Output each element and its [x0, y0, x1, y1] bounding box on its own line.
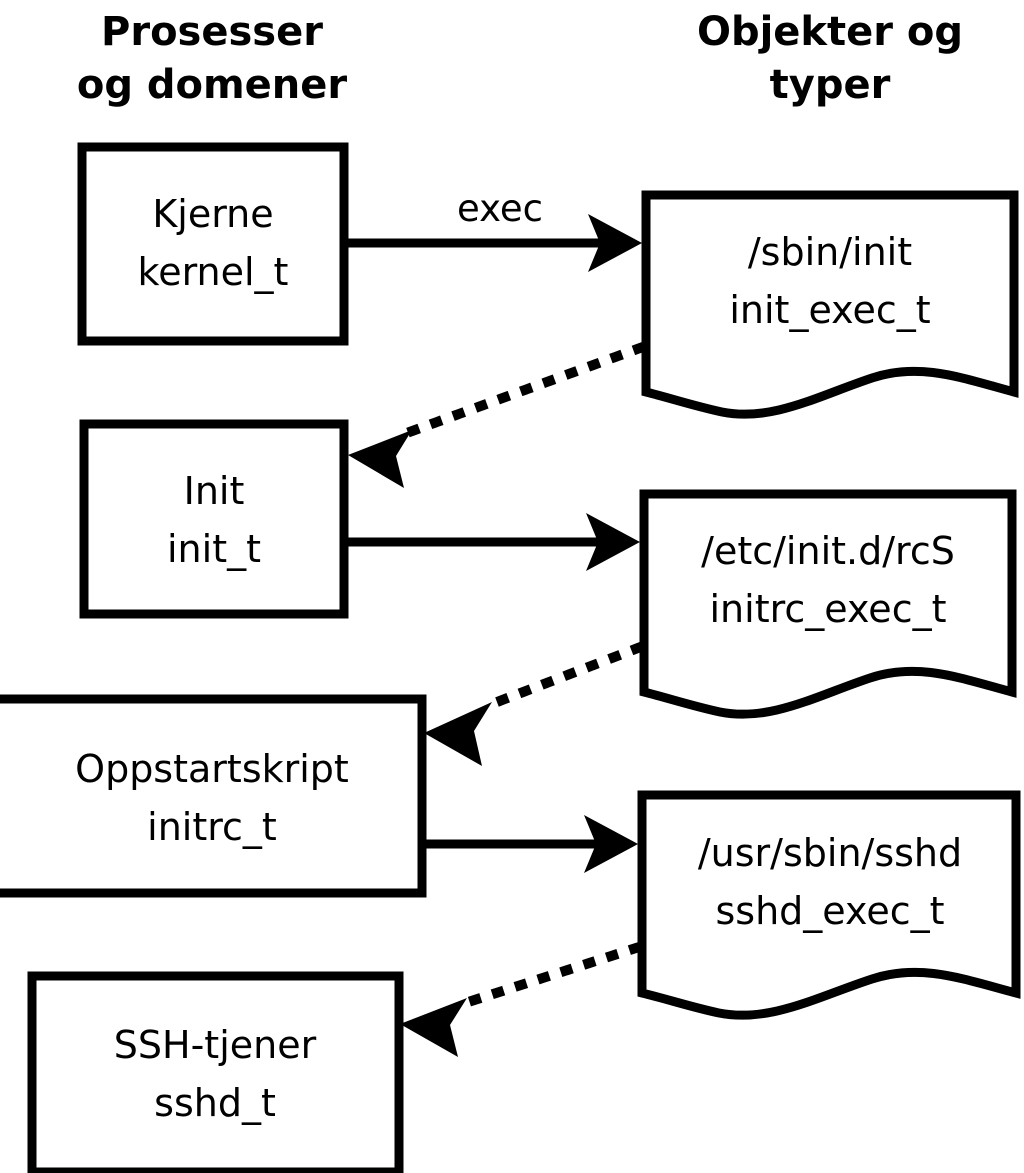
- process-node-sshd-line2: sshd_t: [154, 1081, 276, 1125]
- object-node-initrc-exec-line1: /etc/init.d/rcS: [701, 529, 955, 573]
- edge-kernel-to-init-exec-arrowhead: [588, 214, 642, 272]
- edge-kernel-to-init-exec: exec: [344, 187, 642, 272]
- process-node-sshd-fill: [32, 976, 399, 1172]
- object-node-sshd-exec[interactable]: /usr/sbin/sshd sshd_exec_t: [637, 790, 1021, 1020]
- edge-initrc-to-sshd-exec-arrowhead: [584, 815, 638, 873]
- object-node-init-exec[interactable]: /sbin/init init_exec_t: [641, 190, 1019, 419]
- object-node-initrc-exec-fill: [644, 494, 1012, 715]
- column-header-right-line2: typer: [770, 62, 891, 108]
- object-node-initrc-exec-line2: initrc_exec_t: [710, 587, 947, 631]
- edge-init-exec-to-init-arrowhead: [348, 430, 412, 488]
- process-node-init-line2: init_t: [167, 527, 261, 571]
- process-node-initrc-fill: [0, 699, 422, 893]
- edge-initrc-exec-to-initrc: [424, 641, 645, 766]
- object-node-sshd-exec-line1: /usr/sbin/sshd: [698, 831, 962, 875]
- process-node-init-border: [79, 419, 349, 619]
- process-node-kernel-line2: kernel_t: [138, 250, 289, 294]
- column-header-right: Objekter og typer: [697, 9, 963, 108]
- process-node-sshd-line1: SSH-tjener: [114, 1023, 317, 1067]
- edge-init-to-initrc-exec: [344, 513, 640, 571]
- process-node-sshd-border: [27, 971, 404, 1173]
- edge-init-exec-to-init-line: [397, 341, 647, 441]
- object-node-init-exec-line2: init_exec_t: [729, 288, 930, 332]
- object-node-init-exec-fill: [646, 195, 1014, 415]
- process-node-kernel[interactable]: Kjerne kernel_t: [77, 142, 349, 346]
- edge-sshd-exec-to-sshd: [400, 941, 643, 1057]
- edge-label-exec: exec: [457, 187, 543, 230]
- process-node-sshd[interactable]: SSH-tjener sshd_t: [27, 971, 404, 1173]
- edge-sshd-exec-to-sshd-arrowhead: [400, 998, 467, 1057]
- column-header-left-line2: og domener: [77, 62, 348, 108]
- edge-sshd-exec-to-sshd-line: [455, 941, 643, 1011]
- column-header-left-line1: Prosesser: [101, 9, 323, 55]
- process-node-initrc[interactable]: Oppstartskript initrc_t: [0, 694, 427, 898]
- process-node-kernel-fill: [82, 147, 344, 341]
- column-header-right-line1: Objekter og: [697, 9, 963, 55]
- object-node-sshd-exec-border: [637, 790, 1021, 1020]
- edge-initrc-exec-to-initrc-line: [477, 641, 645, 714]
- process-node-kernel-line1: Kjerne: [152, 192, 273, 236]
- object-node-sshd-exec-fill: [642, 795, 1016, 1016]
- object-node-init-exec-border: [641, 190, 1019, 419]
- object-node-init-exec-line1: /sbin/init: [748, 230, 912, 274]
- process-node-initrc-border: [0, 694, 427, 898]
- edge-init-to-initrc-exec-arrowhead: [586, 513, 640, 571]
- process-node-init-line1: Init: [184, 469, 245, 513]
- edge-init-exec-to-init: [348, 341, 647, 488]
- object-node-sshd-exec-line2: sshd_exec_t: [715, 889, 944, 933]
- process-node-init-fill: [84, 424, 344, 614]
- process-node-init[interactable]: Init init_t: [79, 419, 349, 619]
- column-header-left: Prosesser og domener: [77, 9, 348, 108]
- edge-initrc-to-sshd-exec: [422, 815, 638, 873]
- process-node-initrc-line2: initrc_t: [147, 805, 277, 849]
- object-node-initrc-exec[interactable]: /etc/init.d/rcS initrc_exec_t: [639, 489, 1017, 719]
- process-node-initrc-line1: Oppstartskript: [75, 747, 349, 791]
- edge-initrc-exec-to-initrc-arrowhead: [424, 702, 492, 766]
- object-node-initrc-exec-border: [639, 489, 1017, 719]
